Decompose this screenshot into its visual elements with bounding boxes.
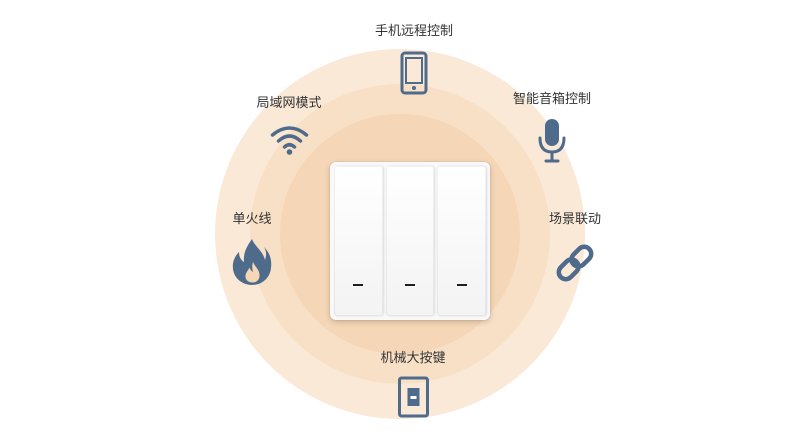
- feature-speaker-label: 智能音箱控制: [512, 92, 592, 107]
- feature-smart-speaker: 智能音箱控制: [513, 92, 591, 164]
- smartphone-icon: [400, 51, 428, 95]
- feature-lan-label: 局域网模式: [256, 96, 322, 111]
- gang-indicator-2: [405, 284, 415, 286]
- link-chain-icon: [553, 241, 597, 285]
- microphone-icon: [537, 118, 567, 164]
- feature-mechanical-button: 机械大按键: [380, 351, 446, 418]
- feature-single-label: 单火线: [232, 212, 272, 227]
- feature-remote-label: 手机远程控制: [374, 24, 454, 39]
- rocker-switch-icon: [397, 376, 429, 418]
- gang-indicator-3: [456, 284, 467, 286]
- wifi-icon: [269, 124, 309, 156]
- switch-gang-1: [334, 166, 383, 316]
- feature-single-wire: 单火线: [232, 212, 272, 286]
- feature-scene-label: 场景联动: [548, 212, 602, 227]
- feature-mechanical-label: 机械大按键: [380, 351, 446, 366]
- flame-icon: [232, 238, 272, 286]
- feature-remote-control: 手机远程控制: [375, 24, 453, 95]
- switch-gang-3: [437, 166, 487, 316]
- three-gang-wall-switch: [330, 162, 490, 320]
- feature-lan-mode: 局域网模式: [256, 96, 322, 156]
- gang-indicator-1: [353, 284, 364, 286]
- switch-gang-2: [385, 166, 435, 316]
- feature-scene-linkage: 场景联动: [549, 212, 601, 285]
